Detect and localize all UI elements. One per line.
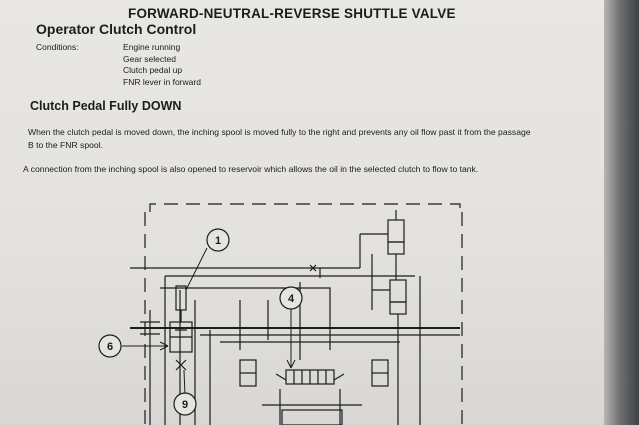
callout-circle [98, 334, 122, 358]
callout-number: 9 [182, 399, 188, 411]
condition-item: Clutch pedal up [123, 65, 183, 75]
section-paragraph: When the clutch pedal is moved down, the… [28, 126, 531, 151]
section-heading: Clutch Pedal Fully DOWN [30, 99, 182, 113]
condition-item: Engine running [123, 42, 181, 52]
condition-item: FNR lever in forward [123, 76, 201, 87]
hydraulic-schematic-diagram: 1 4 6 9 [98, 203, 463, 425]
condition-item: Gear selected [123, 53, 176, 64]
manual-page: FORWARD-NEUTRAL-REVERSE SHUTTLE VALVE Op… [0, 0, 610, 425]
inching-spool-body [175, 285, 187, 311]
callout-circle [279, 286, 303, 310]
paragraph-line: When the clutch pedal is moved down, the… [28, 127, 531, 137]
conditions-label: Conditions: [36, 42, 79, 52]
callout-circle [173, 392, 197, 416]
page-subtitle: Operator Clutch Control [36, 21, 197, 37]
paragraph-line: B to the FNR spool. [28, 139, 103, 150]
diagram-border-top [149, 203, 461, 212]
callout-number: 1 [215, 235, 221, 247]
page-title: FORWARD-NEUTRAL-REVERSE SHUTTLE VALVE [128, 6, 456, 21]
callout-circle [206, 228, 230, 252]
conditions-list: Engine running Gear selected Clutch peda… [123, 42, 201, 88]
section-paragraph-2: A connection from the inching spool is a… [23, 164, 479, 174]
page-edge-shadow [604, 0, 639, 425]
valve-block-top-lower [387, 241, 405, 255]
valve-block-top [387, 219, 405, 243]
callout-number: 6 [107, 341, 113, 353]
callout-number: 4 [288, 293, 295, 305]
valve-block-mid [389, 279, 407, 303]
valve-block-mid-lower [389, 301, 407, 315]
lower-spool [281, 409, 343, 425]
